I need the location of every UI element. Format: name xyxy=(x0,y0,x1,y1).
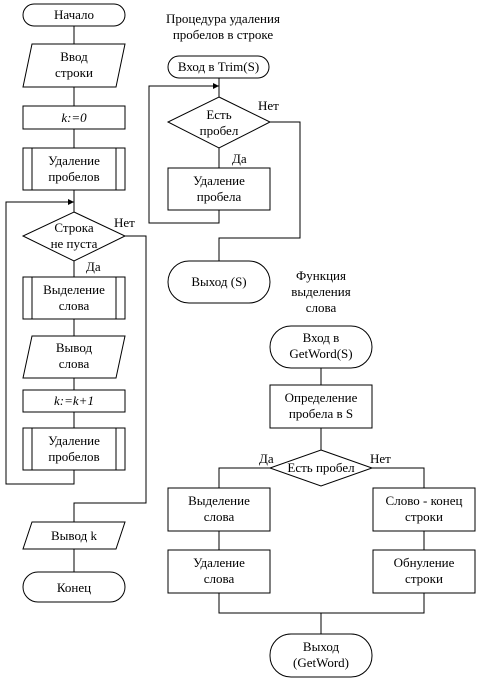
getword-title-line2: выделения xyxy=(291,284,351,299)
loop-exit-connector xyxy=(73,235,147,522)
input-label-line1: Ввод xyxy=(60,49,88,64)
output-word-line1: Вывод xyxy=(55,340,93,355)
trim-condition-line1: Есть xyxy=(206,107,232,122)
getword-extract-line2: слова xyxy=(203,509,235,524)
remove-spaces-1-line2: пробелов xyxy=(48,169,100,184)
getword-word-end-line1: Слово - конец xyxy=(385,493,463,508)
remove-spaces-2-line1: Удаление xyxy=(48,433,100,448)
getword-condition-decision xyxy=(268,449,374,487)
init-k-label: k:=0 xyxy=(61,110,87,125)
getword-yes-label: Да xyxy=(259,451,274,466)
loop-back-connector xyxy=(5,201,75,485)
getword-word-end-line2: строки xyxy=(405,509,443,524)
output-word-parallelogram xyxy=(22,335,126,379)
trim-yes-label: Да xyxy=(232,151,247,166)
getword-extract-line1: Выделение xyxy=(188,493,250,508)
trim-condition-line2: пробел xyxy=(199,123,239,138)
getword-merge-connector xyxy=(218,593,425,614)
getword-enter-line1: Вход в xyxy=(302,330,340,345)
getword-no-label: Нет xyxy=(370,451,391,466)
loop-no-label: Нет xyxy=(114,215,135,230)
loop-yes-label: Да xyxy=(86,259,101,274)
getword-clear-line2: строки xyxy=(405,571,443,586)
getword-exit-line2: (GetWord) xyxy=(293,655,349,670)
output-k-label: Вывод k xyxy=(51,528,97,543)
end-terminal xyxy=(22,571,126,603)
trim-title-line2: пробелов в строке xyxy=(172,27,274,42)
loop-condition-line1: Строка xyxy=(54,220,94,235)
trim-loop-back-connector xyxy=(148,85,220,224)
getword-enter-line2: GetWord(S) xyxy=(289,346,353,361)
output-k-parallelogram xyxy=(22,521,126,550)
remove-spaces-subroutine-2 xyxy=(22,427,126,471)
output-word-line2: слова xyxy=(58,356,90,371)
start-label: Начало xyxy=(53,7,95,22)
getword-exit-line1: Выход xyxy=(302,639,340,654)
getword-clear-string-process xyxy=(372,549,476,594)
getword-title-line1: Функция xyxy=(296,268,346,283)
remove-spaces-1-line1: Удаление xyxy=(48,153,100,168)
input-string-parallelogram xyxy=(22,43,126,88)
getword-find-line1: Определение xyxy=(284,390,358,405)
trim-exit-label: Выход (S) xyxy=(191,274,247,289)
getword-remove-word-process xyxy=(167,549,271,594)
getword-find-space-process xyxy=(269,384,373,429)
increment-k-label: k:=k+1 xyxy=(54,393,94,408)
extract-word-line1: Выделение xyxy=(43,282,105,297)
getword-clear-line1: Обнуление xyxy=(393,555,455,570)
extract-word-line2: слова xyxy=(58,298,90,313)
trim-exit-connector xyxy=(218,121,301,261)
trim-remove-line2: пробела xyxy=(196,189,242,204)
remove-spaces-subroutine-1 xyxy=(22,147,126,191)
getword-word-end-process xyxy=(372,487,476,532)
trim-exit-terminal xyxy=(167,260,271,304)
end-label: Конец xyxy=(56,580,92,595)
loop-condition-line2: не пуста xyxy=(50,236,98,251)
getword-extract-word-process xyxy=(167,487,271,532)
remove-spaces-2-line2: пробелов xyxy=(48,449,100,464)
trim-no-label: Нет xyxy=(258,98,279,113)
getword-find-line2: пробела в S xyxy=(288,406,354,421)
getword-title-line3: слова xyxy=(305,300,337,315)
trim-title-line1: Процедура удаления xyxy=(166,11,280,26)
getword-remove-line2: слова xyxy=(203,571,235,586)
getword-remove-line1: Удаление xyxy=(193,555,245,570)
getword-condition-label: Есть пробел xyxy=(287,460,355,475)
trim-remove-line1: Удаление xyxy=(193,173,245,188)
getword-exit-terminal xyxy=(269,633,373,678)
input-label-line2: строки xyxy=(55,65,93,80)
trim-enter-label: Вход в Trim(S) xyxy=(177,59,260,74)
